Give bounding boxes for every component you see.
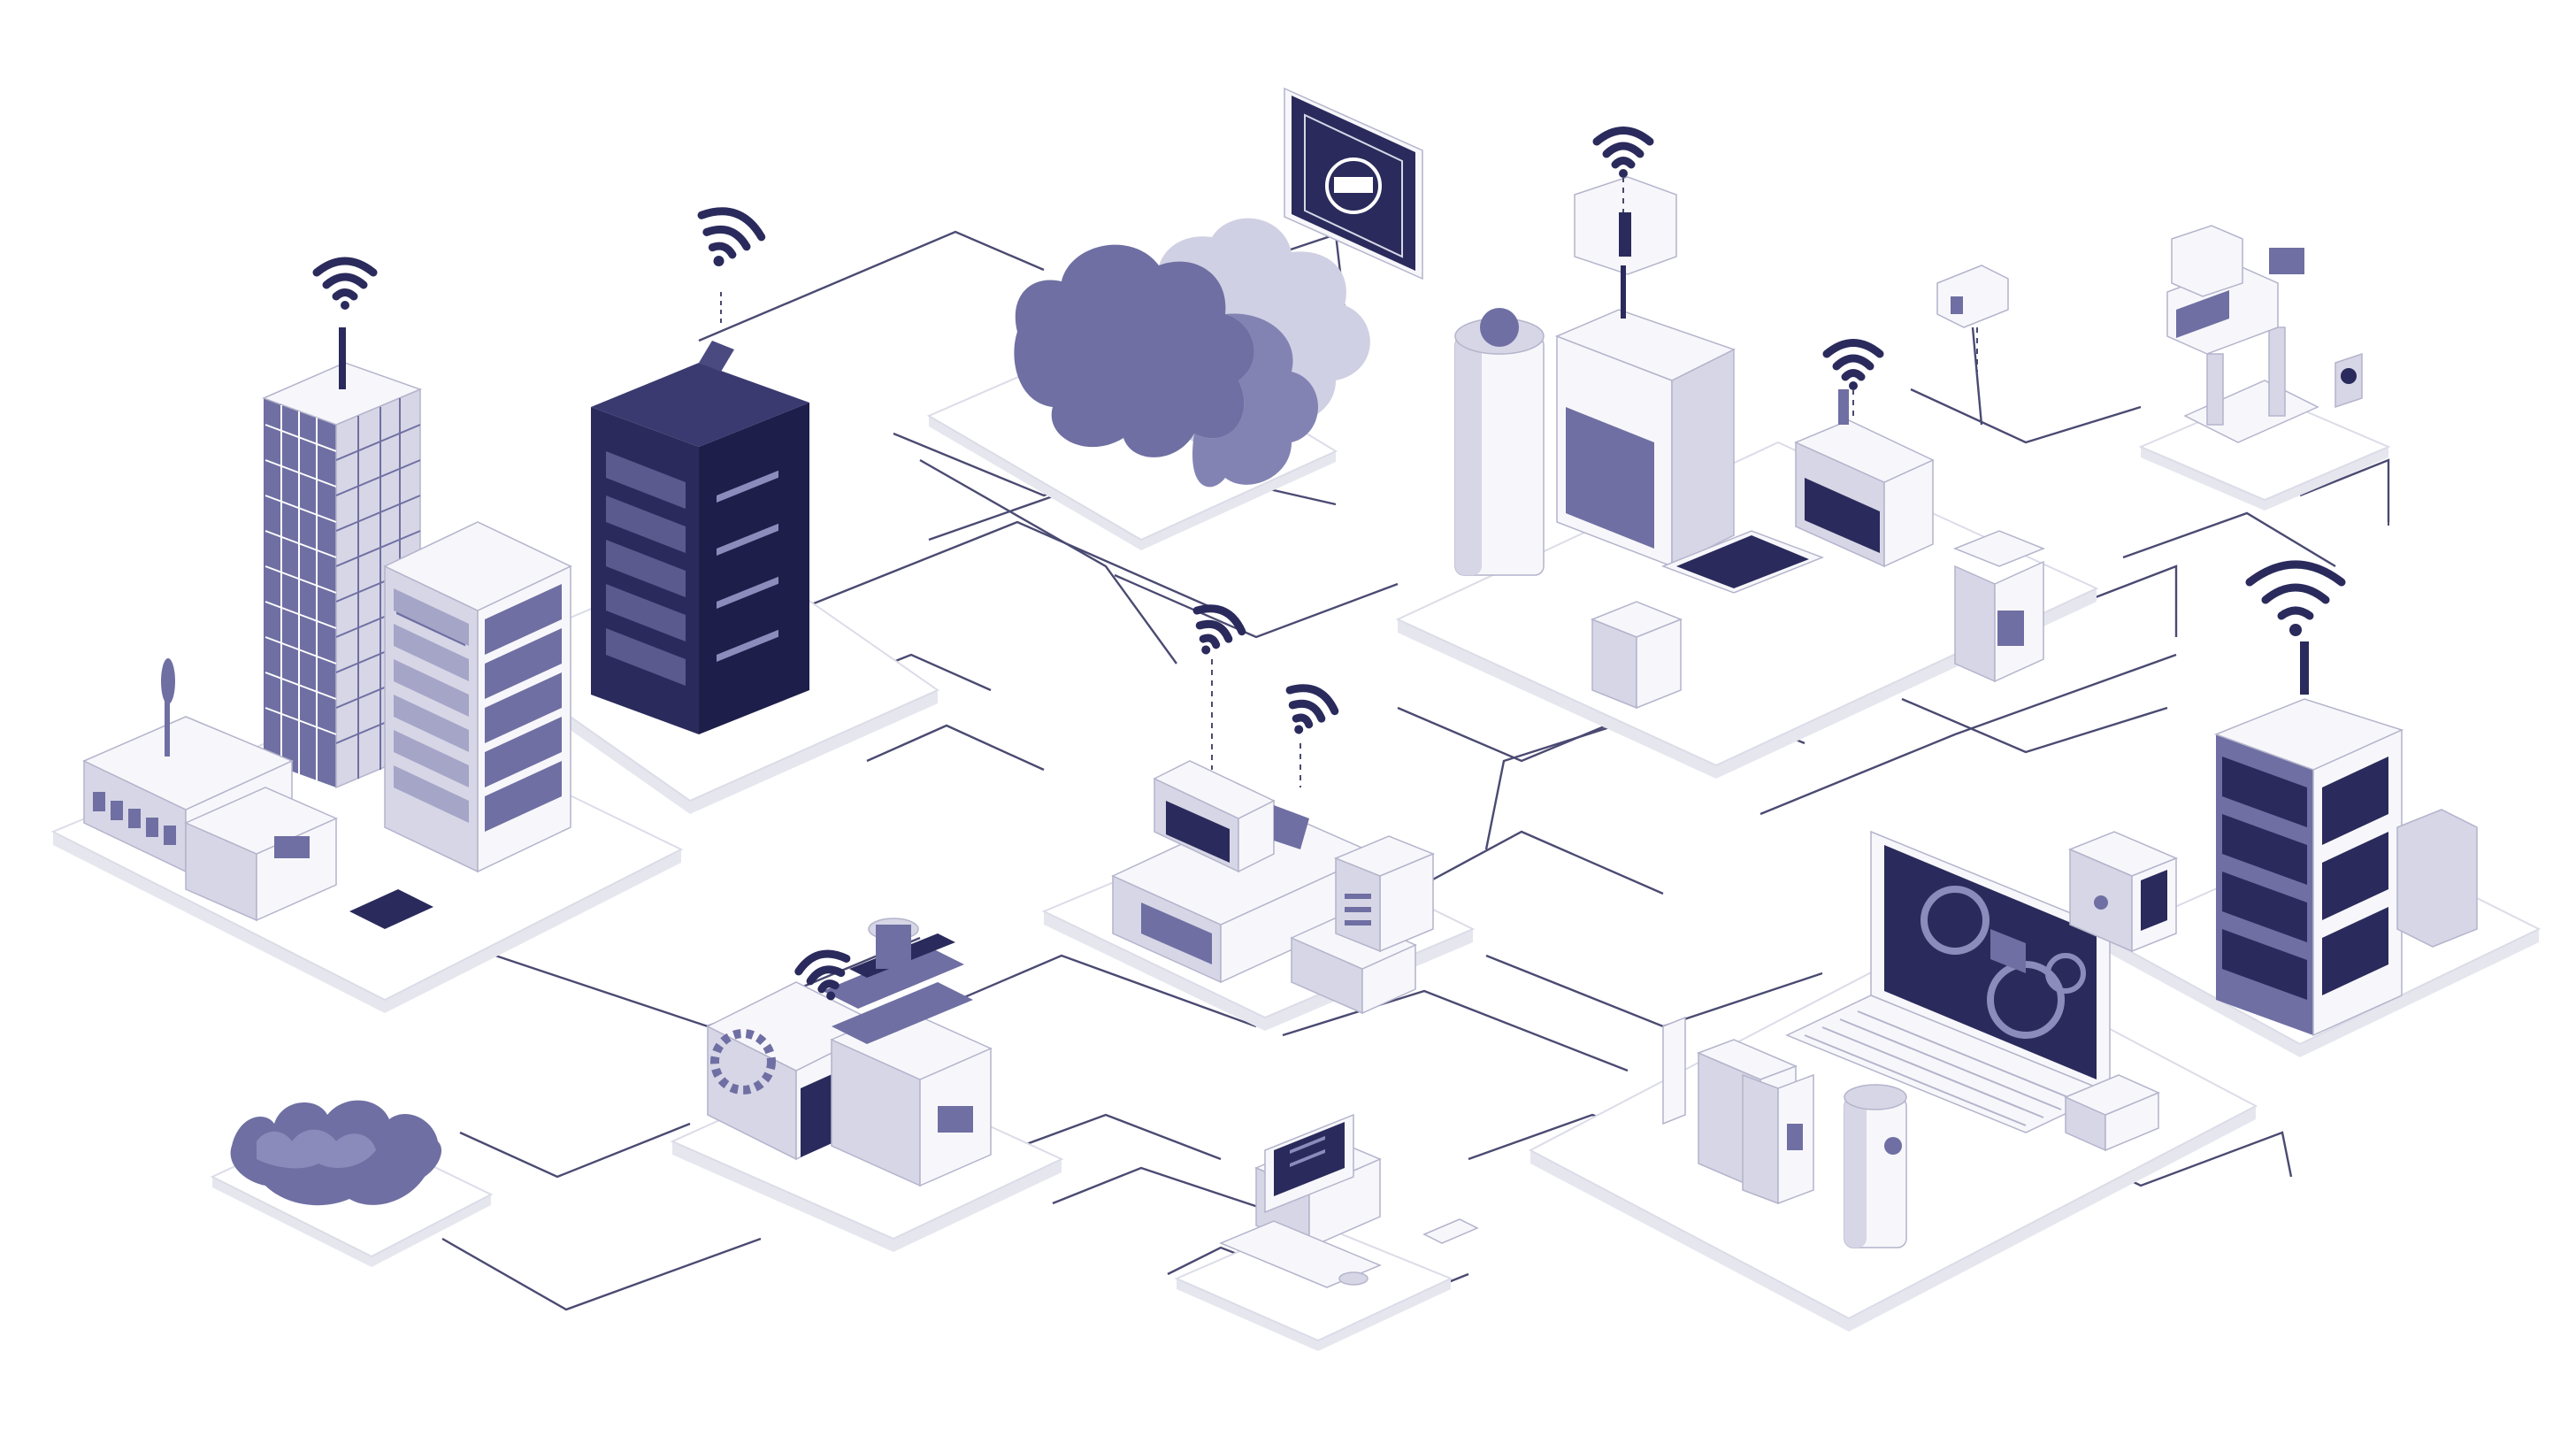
control-panel-icon bbox=[1284, 87, 1423, 280]
wifi-icon bbox=[697, 207, 766, 267]
connection-line bbox=[1971, 326, 1983, 426]
wifi-icon bbox=[1285, 684, 1339, 734]
office-building-icon bbox=[1662, 831, 2178, 1248]
desktop-computer-icon bbox=[1219, 1113, 1479, 1288]
wifi-icon bbox=[2245, 560, 2346, 636]
terrain-map-icon bbox=[230, 1100, 442, 1206]
connection-line bbox=[1052, 1166, 1275, 1214]
connection-lines bbox=[441, 230, 2390, 1311]
cloud-icon bbox=[1014, 218, 1370, 488]
connection-line bbox=[1397, 706, 1629, 763]
factory-icon bbox=[706, 918, 993, 1187]
connection-line bbox=[441, 1237, 762, 1311]
connection-line bbox=[1282, 989, 1629, 1072]
server-rack-icon bbox=[383, 521, 572, 873]
connection-line bbox=[1910, 388, 2142, 444]
industrial-robot-icon bbox=[2166, 225, 2363, 443]
connection-line bbox=[1901, 697, 2168, 754]
wifi-icon bbox=[794, 949, 851, 1001]
connection-line bbox=[937, 954, 1257, 1028]
laptop-icon bbox=[1785, 830, 2112, 1133]
connection-line bbox=[1406, 830, 1664, 895]
connection-line bbox=[2060, 565, 2178, 637]
connection-line bbox=[1760, 653, 2177, 816]
control-panel-icon bbox=[1111, 760, 1435, 1015]
connection-line bbox=[919, 458, 1177, 664]
wifi-icon bbox=[1192, 604, 1246, 655]
connection-line bbox=[795, 520, 1239, 621]
server-rack-icon bbox=[591, 292, 809, 734]
connection-line bbox=[459, 1122, 691, 1179]
factory-icon bbox=[82, 658, 433, 929]
connection-line bbox=[2122, 511, 2336, 568]
wifi-icon bbox=[1592, 127, 1654, 178]
wifi-icon bbox=[312, 257, 378, 310]
industrial-robot-icon bbox=[1454, 176, 1825, 710]
wifi-icon bbox=[1822, 339, 1884, 390]
connection-line bbox=[698, 230, 1045, 342]
connection-line bbox=[1114, 573, 1399, 639]
connection-line bbox=[866, 724, 1045, 772]
connection-line bbox=[1485, 954, 1823, 1028]
server-rack-icon bbox=[2213, 641, 2478, 1037]
control-panel-icon bbox=[1794, 265, 2046, 683]
